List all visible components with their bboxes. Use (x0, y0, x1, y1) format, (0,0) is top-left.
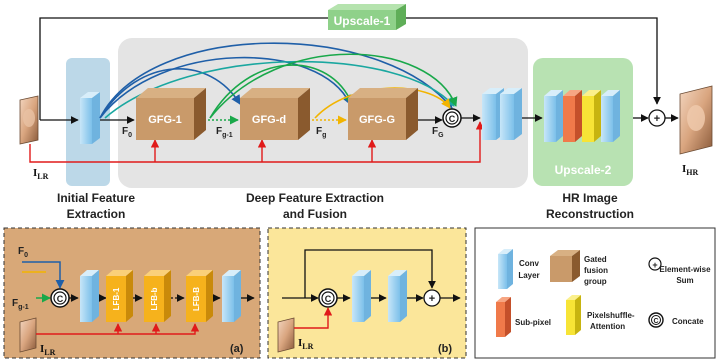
sum-circle: + (648, 109, 666, 127)
panel-b-tag: (b) (438, 343, 452, 355)
concat-circle: C (442, 108, 462, 128)
initial-feature-caption-1: Initial Feature (57, 191, 135, 205)
skip-arc-blue-3 (99, 56, 351, 119)
panel-a-tag: (a) (230, 343, 244, 355)
upscale2-layers (544, 90, 620, 142)
post-conv-layers (482, 88, 522, 140)
gfg1-block: GFG-1 (136, 88, 206, 140)
legend-panel: Conv Layer Gated fusion group + Element-… (474, 227, 716, 359)
hr-caption-1: HR Image (562, 191, 618, 205)
legend-concat: Concate (672, 317, 704, 326)
skip-arc-green-2 (209, 53, 458, 119)
legend-subpixel: Sub-pixel (515, 318, 551, 327)
lr-input-image (19, 95, 39, 145)
gfgd-block: GFG-d (240, 88, 310, 140)
fg-label: Fg (316, 126, 326, 139)
skip-arc-green-1 (209, 64, 354, 119)
fg1-label-a: Fg-1 (12, 298, 29, 311)
deep-feature-caption-2: and Fusion (283, 207, 347, 221)
ilr-label-a: ILR (40, 343, 56, 357)
legend-sum-2: Sum (676, 276, 693, 285)
panel-b: C + ILR (b) (267, 227, 467, 359)
lfbb-label: LFB-b (150, 287, 159, 310)
svg-text:C: C (325, 294, 332, 304)
svg-text:+: + (429, 293, 435, 305)
svg-text:+: + (652, 260, 657, 270)
f0-label: F0 (122, 126, 132, 139)
ilr-label: ILR (33, 167, 49, 181)
svg-text:C: C (449, 114, 456, 124)
f0-label-a: F0 (18, 246, 28, 259)
legend-sum-1: Element-wise (659, 265, 711, 274)
gfg1-label: GFG-1 (148, 114, 182, 126)
lr-red-line (29, 121, 485, 163)
svg-text:C: C (653, 318, 658, 325)
svg-text:+: + (654, 113, 660, 125)
gfgG-label: GFG-G (359, 114, 395, 126)
legend-gated-3: group (584, 277, 607, 286)
global-skip-line (39, 17, 328, 120)
upscale1-to-sum-line (406, 17, 661, 105)
f0-path-a (22, 261, 65, 289)
legend-conv-1: Conv (519, 259, 540, 268)
panel-a: F0 Fg-1 C LFB-1 LFB-b LFB-B (3, 227, 261, 359)
gfgG-block: GFG-G (348, 88, 418, 140)
deep-feature-region (118, 38, 528, 188)
legend-conv-2: Layer (518, 271, 539, 280)
legend-gated-1: Gated (584, 255, 607, 264)
legend-psa-1: Pixelshuffle- (587, 311, 635, 320)
ilr-label-b: ILR (298, 337, 314, 351)
hr-output-image (679, 85, 713, 155)
lfb1-label: LFB-1 (112, 287, 121, 310)
initial-conv-layer (80, 92, 100, 144)
skip-arc-blue-1 (99, 42, 453, 119)
svg-text:C: C (57, 294, 64, 304)
initial-feature-caption-2: Extraction (67, 207, 126, 221)
gfgd-label: GFG-d (252, 114, 286, 126)
lfbB-label: LFB-B (192, 287, 201, 311)
legend-psa-2: Attention (590, 322, 625, 331)
upscale1-label: Upscale-1 (334, 14, 391, 28)
legend-gated-2: fusion (584, 266, 608, 275)
deep-feature-caption-1: Deep Feature Extraction (246, 191, 384, 205)
fg1-label: Fg-1 (216, 126, 233, 139)
upscale1-block: Upscale-1 (328, 4, 406, 30)
fG-label: FG (432, 126, 444, 139)
upscale2-label: Upscale-2 (555, 163, 612, 177)
hr-caption-2: Reconstruction (546, 207, 634, 221)
ihr-label: IHR (682, 163, 699, 177)
